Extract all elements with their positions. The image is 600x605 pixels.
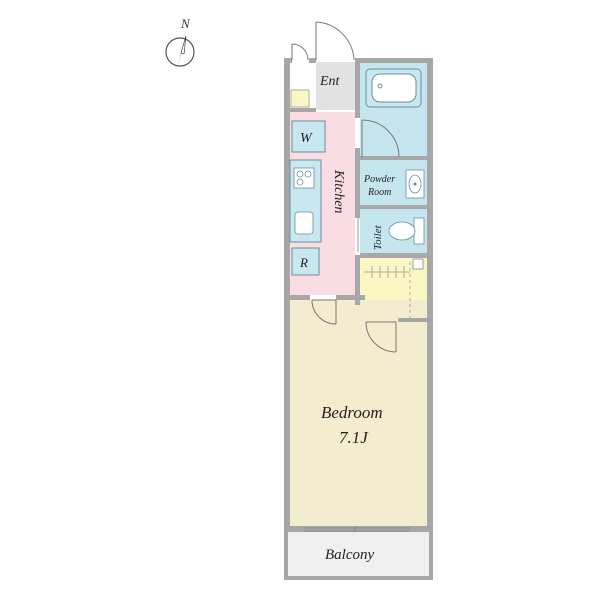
kitchen-label: Kitchen bbox=[331, 169, 346, 214]
entrance-label: Ent bbox=[319, 74, 341, 89]
sink-icon bbox=[294, 211, 314, 235]
doors bbox=[291, 21, 410, 532]
stove-icon bbox=[293, 167, 315, 189]
bedroom-label: Bedroom bbox=[321, 403, 383, 422]
north-label: N bbox=[180, 16, 191, 31]
walls bbox=[284, 58, 433, 580]
compass: N bbox=[165, 16, 195, 68]
toilet-label: Toilet bbox=[372, 224, 384, 250]
powder-room-label-line1: Powder bbox=[363, 174, 395, 185]
bedroom-floor bbox=[290, 300, 427, 526]
powder-room-label-line2: Room bbox=[367, 187, 391, 198]
entrance-closet bbox=[290, 89, 310, 108]
washer-box: W bbox=[291, 120, 326, 153]
north-arrow-icon bbox=[165, 35, 195, 68]
refrigerator-label: R bbox=[299, 255, 308, 270]
washbasin-icon bbox=[405, 169, 425, 199]
toilet-icon bbox=[388, 217, 425, 245]
balcony-label: Balcony bbox=[325, 547, 374, 563]
front-door bbox=[315, 21, 355, 61]
balcony-window bbox=[304, 526, 410, 532]
washer-label: W bbox=[300, 131, 313, 146]
closet-shelving bbox=[364, 258, 424, 318]
refrigerator-box: R bbox=[291, 247, 320, 276]
bathtub-icon bbox=[365, 68, 422, 108]
bedroom-size-label: 7.1J bbox=[339, 428, 369, 447]
closet-door bbox=[365, 321, 397, 353]
entrance-cupboard-door bbox=[291, 43, 309, 61]
entrance-floor bbox=[316, 62, 356, 110]
balcony-floor bbox=[287, 532, 432, 576]
bedroom-door bbox=[311, 299, 337, 325]
bath-door bbox=[361, 119, 400, 158]
